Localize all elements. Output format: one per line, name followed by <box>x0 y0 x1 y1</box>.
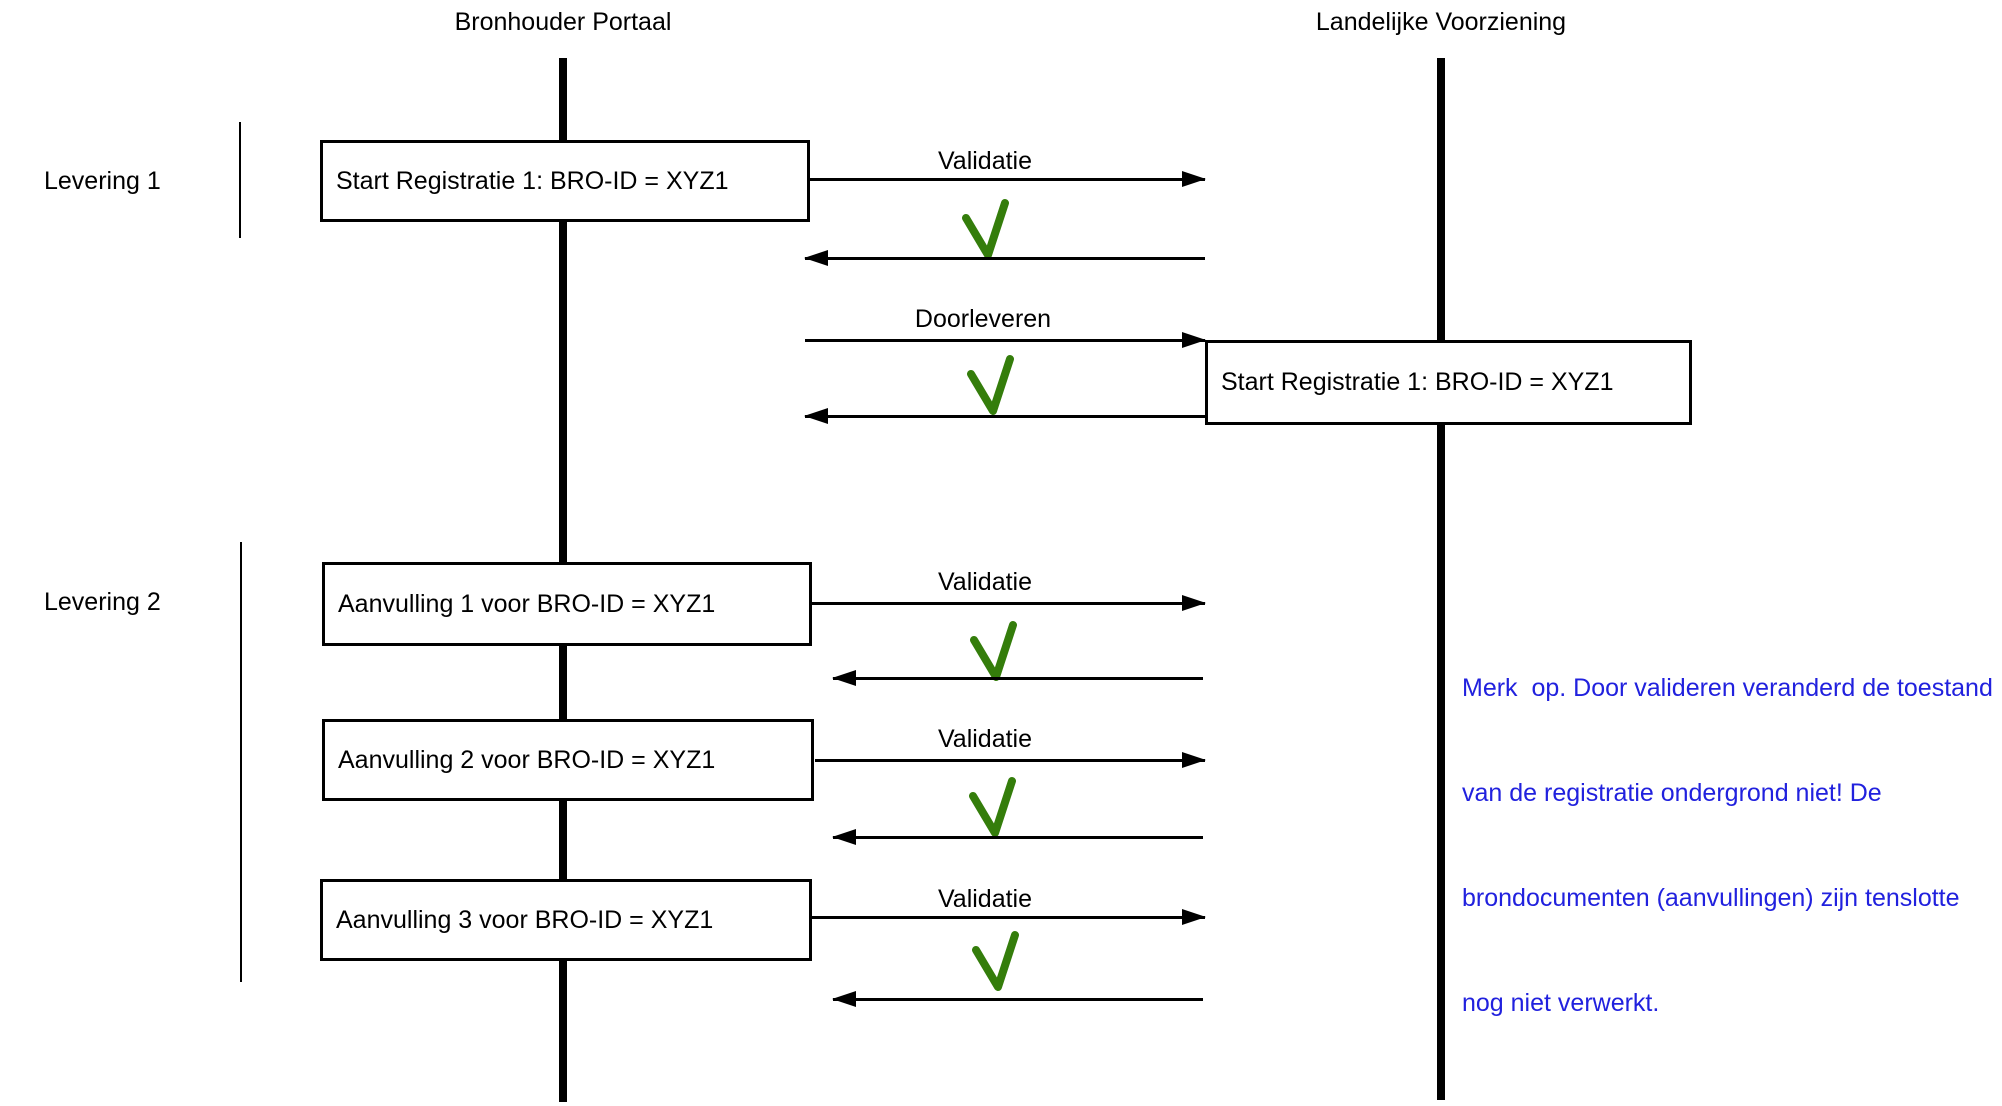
lifeline-landelijke-voorziening <box>1437 58 1445 1100</box>
message-label-validatie-3: Validatie <box>937 725 1033 753</box>
arrow-validatie-2-response <box>832 670 1203 686</box>
box-start-registratie-landelijke-voorziening: Start Registratie 1: BRO-ID = XYZ1 <box>1205 340 1692 425</box>
arrow-validatie-3-response <box>832 829 1203 845</box>
box-aanvulling-3: Aanvulling 3 voor BRO-ID = XYZ1 <box>320 879 812 961</box>
lane-title-bronhouder-portaal: Bronhouder Portaal <box>454 8 672 36</box>
lane-title-landelijke-voorziening: Landelijke Voorziening <box>1315 8 1567 36</box>
checkmark-icon <box>962 199 1009 259</box>
message-label-validatie-4: Validatie <box>937 885 1033 913</box>
box-start-registratie-bronhouder: Start Registratie 1: BRO-ID = XYZ1 <box>320 140 810 222</box>
arrow-validatie-2-request <box>812 595 1206 611</box>
message-label-validatie-2: Validatie <box>937 568 1033 596</box>
arrow-validatie-4-request <box>812 909 1206 925</box>
message-label-doorleveren: Doorleveren <box>914 305 1052 333</box>
note-line: nog niet verwerkt. <box>1462 989 1660 1017</box>
arrow-validatie-4-response <box>832 991 1203 1007</box>
note-line: van de registratie ondergrond niet! De <box>1462 779 1882 807</box>
box-aanvulling-2: Aanvulling 2 voor BRO-ID = XYZ1 <box>322 719 814 801</box>
group-bracket-levering-1 <box>239 122 241 238</box>
note-text: Merk op. Door valideren veranderd de toe… <box>1462 601 1993 1091</box>
checkmark-icon <box>967 355 1014 415</box>
box-aanvulling-1: Aanvulling 1 voor BRO-ID = XYZ1 <box>322 562 812 646</box>
checkmark-icon <box>970 621 1017 681</box>
group-label-levering-1: Levering 1 <box>44 167 161 195</box>
message-label-validatie-1: Validatie <box>937 147 1033 175</box>
checkmark-icon <box>969 777 1016 837</box>
note-line: brondocumenten (aanvullingen) zijn tensl… <box>1462 884 1960 912</box>
arrow-validatie-3-request <box>815 752 1206 768</box>
checkmark-icon <box>972 931 1019 991</box>
arrow-doorleveren-response <box>804 408 1205 424</box>
arrow-doorleveren-request <box>805 332 1206 348</box>
arrow-validatie-1-request <box>810 171 1206 187</box>
group-bracket-levering-2 <box>240 542 242 982</box>
note-line: Merk op. Door valideren veranderd de toe… <box>1462 674 1993 702</box>
arrow-validatie-1-response <box>804 250 1205 266</box>
group-label-levering-2: Levering 2 <box>44 588 161 616</box>
